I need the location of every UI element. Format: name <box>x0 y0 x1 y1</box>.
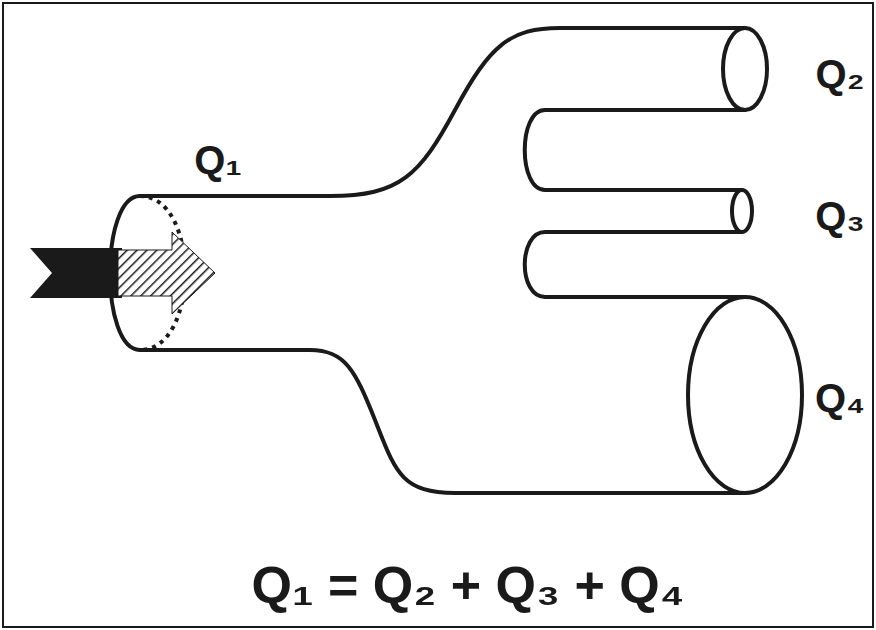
flow-arrow-tail <box>30 248 122 298</box>
equation-caption: Q₁ = Q₂ + Q₃ + Q₄ <box>251 559 684 611</box>
outlet-end <box>723 28 767 110</box>
outlet-end <box>732 190 752 232</box>
flow-label: Q₂ <box>816 54 865 94</box>
pipe-outline <box>140 28 745 493</box>
flow-arrow-head <box>118 232 215 314</box>
frame <box>3 3 873 627</box>
outlet-end <box>688 297 802 493</box>
flow-label: Q₃ <box>815 196 865 236</box>
flow-label: Q₁ <box>194 140 242 180</box>
flow-label: Q₄ <box>815 378 865 418</box>
